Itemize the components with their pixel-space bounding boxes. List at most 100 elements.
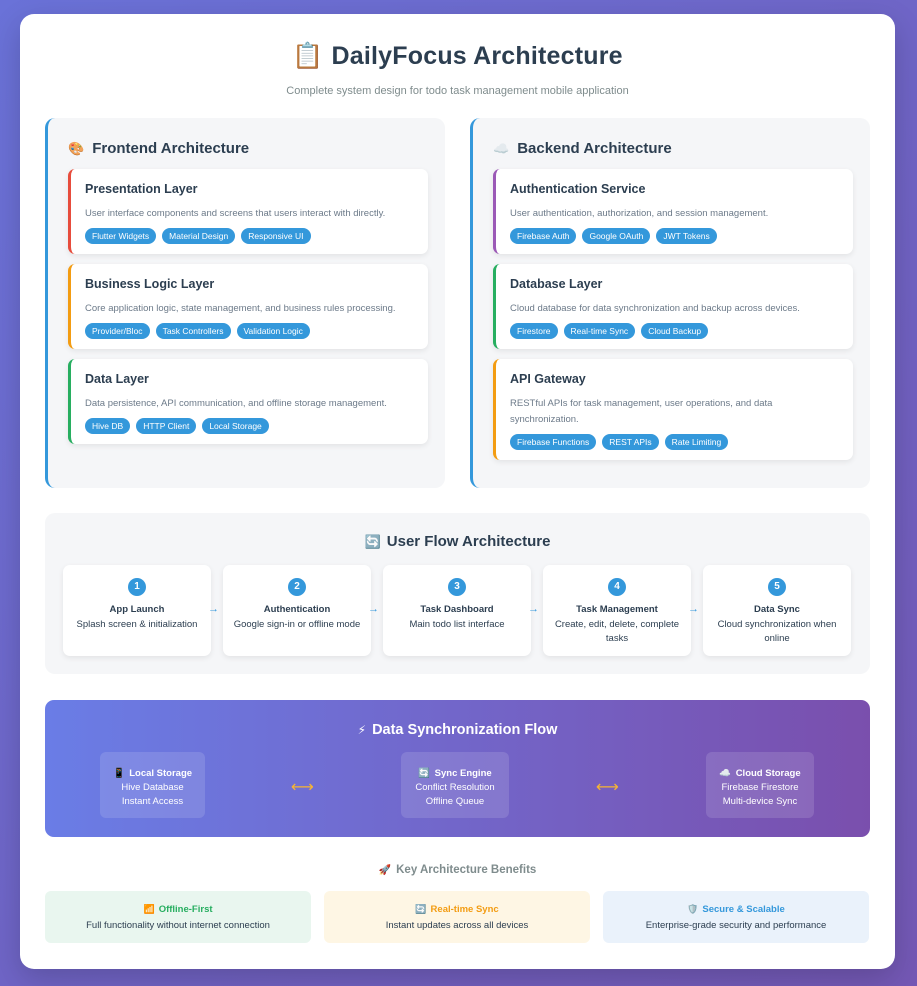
flow-arrow: → xyxy=(208,603,219,615)
sync-box-line: Conflict Resolution xyxy=(415,782,495,793)
backend-title-text: Backend Architecture xyxy=(517,140,672,157)
palette-icon: 🎨 xyxy=(68,140,85,156)
sync-box-cloud-storage: ☁️ Cloud Storage Firebase Firestore Mult… xyxy=(706,752,814,818)
sync-box-line: Hive Database xyxy=(121,782,184,793)
tag: Provider/Bloc xyxy=(85,323,150,339)
signal-icon: 📶 xyxy=(143,904,155,914)
data-sync-panel: ⚡ Data Synchronization Flow 📱 Local Stora… xyxy=(45,700,870,837)
layer-title: Database Layer xyxy=(510,277,603,291)
flow-step-app-launch: 1 App Launch Splash screen & initializat… xyxy=(63,565,211,656)
backend-title: ☁️ Backend Architecture xyxy=(493,140,672,157)
tag: Local Storage xyxy=(202,418,269,434)
flow-step-authentication: 2 Authentication Google sign-in or offli… xyxy=(223,565,371,656)
user-flow-title-text: User Flow Architecture xyxy=(386,533,551,550)
sync-box-line: Instant Access xyxy=(121,796,184,807)
tag: Flutter Widgets xyxy=(85,228,157,244)
tag: Hive DB xyxy=(85,418,131,434)
flow-step-task-dashboard: 3 Task Dashboard Main todo list interfac… xyxy=(383,565,531,656)
benefit-title-text: Real-time Sync xyxy=(430,904,499,915)
api-gateway-card: API Gateway RESTful APIs for task manage… xyxy=(493,359,853,460)
layer-description: User authentication, authorization, and … xyxy=(510,208,769,219)
sync-box-name: Cloud Storage xyxy=(735,768,801,779)
benefit-description: Enterprise-grade security and performanc… xyxy=(645,920,827,931)
frontend-title: 🎨 Frontend Architecture xyxy=(68,140,249,157)
sync-box-name: Sync Engine xyxy=(434,768,492,779)
benefit-title: 🛡️Secure & Scalable xyxy=(603,904,869,915)
clipboard-icon: 📋 xyxy=(292,42,324,70)
user-flow-title: 🔄User Flow Architecture xyxy=(45,533,870,550)
layer-description: Data persistence, API communication, and… xyxy=(85,398,387,409)
tag: Firestore xyxy=(510,323,558,339)
benefits-title-text: Key Architecture Benefits xyxy=(396,864,537,876)
step-title: App Launch xyxy=(109,604,165,615)
layer-title: Data Layer xyxy=(85,372,149,386)
benefit-realtime-sync: 🔄Real-time Sync Instant updates across a… xyxy=(324,891,590,943)
page-title: 📋DailyFocus Architecture xyxy=(20,42,895,71)
header: 📋DailyFocus Architecture Complete system… xyxy=(20,42,895,97)
presentation-layer-card: Presentation Layer User interface compon… xyxy=(68,169,428,254)
layer-description: RESTful APIs for task management, user o… xyxy=(510,398,773,425)
cloud-icon: ☁️ xyxy=(493,140,510,156)
architecture-card: 📋DailyFocus Architecture Complete system… xyxy=(20,14,895,969)
step-number: 2 xyxy=(288,578,306,596)
tag: Google OAuth xyxy=(582,228,651,244)
tag-list: Hive DB HTTP Client Local Storage xyxy=(85,418,414,434)
tag: Rate Limiting xyxy=(664,434,729,450)
step-title: Task Management xyxy=(576,604,658,615)
tag: Validation Logic xyxy=(236,323,310,339)
tag-list: Firebase Functions REST APIs Rate Limiti… xyxy=(510,434,839,450)
layer-title: API Gateway xyxy=(510,372,586,386)
lightning-icon: ⚡ xyxy=(357,723,367,737)
step-number: 3 xyxy=(448,578,466,596)
shield-icon: 🛡️ xyxy=(687,904,699,914)
step-description: Google sign-in or offline mode xyxy=(233,619,361,630)
backend-panel: ☁️ Backend Architecture Authentication S… xyxy=(470,118,870,488)
tag: Responsive UI xyxy=(241,228,311,244)
step-number: 4 xyxy=(608,578,626,596)
flow-step-data-sync: 5 Data Sync Cloud synchronization when o… xyxy=(703,565,851,656)
data-sync-title: ⚡ Data Synchronization Flow xyxy=(45,722,870,738)
sync-box-line: Offline Queue xyxy=(425,796,485,807)
step-description: Cloud synchronization when online xyxy=(717,619,837,644)
tag: JWT Tokens xyxy=(656,228,717,244)
benefit-secure-scalable: 🛡️Secure & Scalable Enterprise-grade sec… xyxy=(603,891,869,943)
phone-icon: 📱 xyxy=(112,768,125,779)
sync-box-name: Local Storage xyxy=(129,768,193,779)
layer-description: Cloud database for data synchronization … xyxy=(510,303,800,314)
refresh-icon: 🔄 xyxy=(415,904,427,914)
page-title-text: DailyFocus Architecture xyxy=(331,42,623,70)
tag-list: Flutter Widgets Material Design Responsi… xyxy=(85,228,414,244)
benefit-description: Full functionality without internet conn… xyxy=(86,920,270,931)
frontend-title-text: Frontend Architecture xyxy=(92,140,250,157)
tag: HTTP Client xyxy=(136,418,197,434)
flow-step-task-management: 4 Task Management Create, edit, delete, … xyxy=(543,565,691,656)
layer-title: Business Logic Layer xyxy=(85,277,215,291)
benefit-description: Instant updates across all devices xyxy=(385,920,529,931)
tag-list: Provider/Bloc Task Controllers Validatio… xyxy=(85,323,414,339)
tag: Task Controllers xyxy=(155,323,231,339)
step-title: Task Dashboard xyxy=(420,604,494,615)
tag: Material Design xyxy=(162,228,236,244)
layer-description: User interface components and screens th… xyxy=(85,208,386,219)
data-sync-title-text: Data Synchronization Flow xyxy=(372,722,558,738)
sync-box-heading: ☁️ Cloud Storage xyxy=(706,765,814,781)
bidirectional-arrow: ⟷ xyxy=(596,779,619,796)
database-layer-card: Database Layer Cloud database for data s… xyxy=(493,264,853,349)
layer-title: Authentication Service xyxy=(510,182,646,196)
step-description: Splash screen & initialization xyxy=(76,619,198,630)
tag: Firebase Auth xyxy=(510,228,577,244)
sync-box-line: Firebase Firestore xyxy=(721,782,799,793)
flow-arrow: → xyxy=(528,603,539,615)
step-number: 5 xyxy=(768,578,786,596)
refresh-icon: 🔄 xyxy=(418,768,431,779)
benefit-title-text: Secure & Scalable xyxy=(702,904,785,915)
step-description: Create, edit, delete, complete tasks xyxy=(554,619,680,644)
bidirectional-arrow: ⟷ xyxy=(291,779,314,796)
step-description: Main todo list interface xyxy=(409,619,505,630)
tag-list: Firebase Auth Google OAuth JWT Tokens xyxy=(510,228,839,244)
rocket-icon: 🚀 xyxy=(378,865,392,876)
business-logic-layer-card: Business Logic Layer Core application lo… xyxy=(68,264,428,349)
step-title: Data Sync xyxy=(754,604,800,615)
sync-box-local-storage: 📱 Local Storage Hive Database Instant Ac… xyxy=(100,752,205,818)
user-flow-panel: 🔄User Flow Architecture 1 App Launch Spl… xyxy=(45,513,870,674)
